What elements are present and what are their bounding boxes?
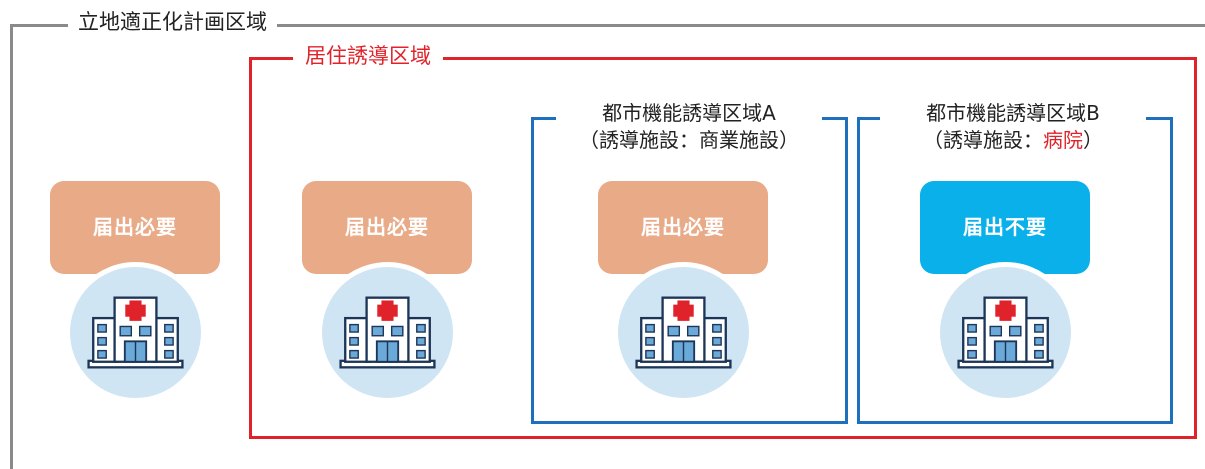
- hospital-icon: [65, 262, 206, 403]
- hospital-highlight: 病院: [1043, 128, 1083, 152]
- facility-urban-zone-b: 届出不要: [920, 181, 1090, 403]
- site-plan-area-title: 立地適正化計画区域: [68, 10, 277, 36]
- hospital-icon: [613, 262, 754, 403]
- notification-required-badge: 届出必要: [598, 181, 768, 274]
- urban-zone-b-name: 都市機能誘導区域B: [926, 101, 1100, 125]
- facility-residential-zone: 届出必要: [302, 181, 472, 403]
- urban-zone-a-title: 都市機能誘導区域A （誘導施設：商業施設）: [556, 100, 822, 154]
- urban-zone-b-title: 都市機能誘導区域B （誘導施設：病院）: [880, 100, 1146, 154]
- residential-zone-frame: [249, 57, 1197, 439]
- notification-required-badge: 届出必要: [50, 181, 220, 274]
- hospital-icon: [935, 262, 1076, 403]
- notification-required-badge: 届出必要: [302, 181, 472, 274]
- residential-zone-title: 居住誘導区域: [293, 44, 443, 70]
- site-plan-area-frame: [10, 24, 1205, 469]
- urban-zone-b-facility: （誘導施設：病院）: [923, 128, 1103, 152]
- urban-zone-a-facility: （誘導施設：商業施設）: [579, 128, 799, 152]
- notification-not-required-badge: 届出不要: [920, 181, 1090, 274]
- facility-urban-zone-a: 届出必要: [598, 181, 768, 403]
- facility-outside-zones: 届出必要: [50, 181, 220, 403]
- hospital-icon: [317, 262, 458, 403]
- urban-zone-a-name: 都市機能誘導区域A: [602, 101, 776, 125]
